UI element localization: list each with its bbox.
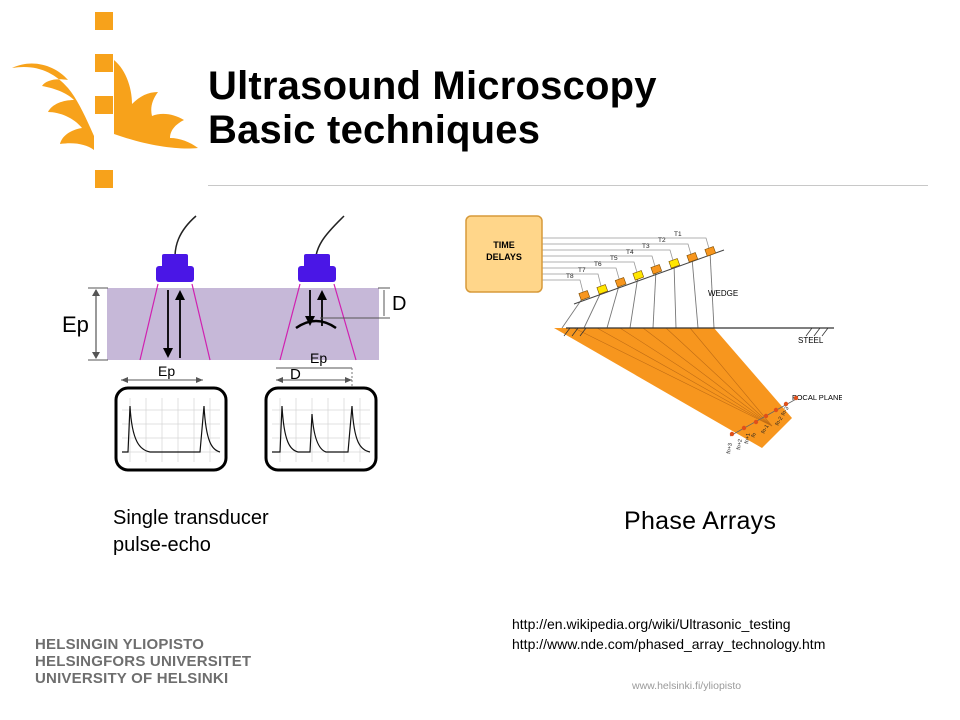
echo-trace-1 xyxy=(122,405,221,453)
array-element-1 xyxy=(704,246,717,257)
channel-label-t1: T1 xyxy=(674,231,682,238)
array-element-3 xyxy=(668,258,681,269)
ep-label-screen2: Ep xyxy=(310,350,327,366)
transducer-1 xyxy=(162,254,188,268)
array-element-7 xyxy=(596,284,609,295)
logo-dot-top xyxy=(95,12,113,30)
array-element-5 xyxy=(632,270,645,281)
array-element-6 xyxy=(614,277,627,288)
focal-point-fn-2: fn-2 xyxy=(775,416,785,427)
logo-flame-right xyxy=(114,60,198,149)
time-delays-line2: DELAYS xyxy=(486,252,522,262)
logo-flame-left xyxy=(12,63,94,150)
logo-dot-middle xyxy=(95,96,113,114)
wedge-surface xyxy=(573,249,725,305)
footer-website: www.helsinki.fi/yliopisto xyxy=(632,680,742,692)
university-name-english: UNIVERSITY OF HELSINKI xyxy=(35,670,229,687)
slide-title: Ultrasound Microscopy Basic techniques xyxy=(208,64,657,152)
time-delays-box xyxy=(465,215,543,293)
ep-label-left: Ep xyxy=(62,312,89,337)
focal-point-fn-1: fn-1 xyxy=(761,424,771,435)
beam-1-right xyxy=(191,283,211,361)
focal-point-fn: fn xyxy=(751,432,758,439)
focal-point-fn+3: fn+3 xyxy=(726,443,734,455)
time-delays-line1: TIME xyxy=(493,240,515,250)
echo-trace-2 xyxy=(272,405,371,453)
logo-dot-bottom xyxy=(95,170,113,188)
references: http://en.wikipedia.org/wiki/Ultrasonic_… xyxy=(512,614,825,654)
transducer-2 xyxy=(304,254,330,268)
channel-label-t4: T4 xyxy=(626,249,634,256)
beam-1-left xyxy=(139,283,159,361)
reference-link-nde[interactable]: http://www.nde.com/phased_array_technolo… xyxy=(512,636,826,652)
array-element-2 xyxy=(686,252,699,263)
reference-link-wikipedia[interactable]: http://en.wikipedia.org/wiki/Ultrasonic_… xyxy=(512,616,791,632)
d-label-right: D xyxy=(392,293,406,315)
defect-reflector xyxy=(295,319,337,330)
steel-label: STEEL xyxy=(798,336,824,345)
focal-plane-label: FOCAL PLANE xyxy=(792,393,842,402)
oscilloscope-screen-2 xyxy=(264,386,378,472)
beam-2-left xyxy=(279,283,301,361)
slide-title-line1: Ultrasound Microscopy xyxy=(208,64,657,108)
channel-label-t8: T8 xyxy=(566,273,574,280)
focused-beam xyxy=(554,328,792,448)
array-element-4 xyxy=(650,264,663,275)
ep-label-screen1: Ep xyxy=(158,363,175,379)
logo-dot-upper xyxy=(95,54,113,72)
beam-2-right xyxy=(333,283,357,361)
channel-label-t5: T5 xyxy=(610,255,618,262)
caption-single-line2: pulse-echo xyxy=(113,534,211,556)
focal-point-fn+2: fn+2 xyxy=(736,439,744,451)
university-name-swedish: HELSINGFORS UNIVERSITET xyxy=(35,653,252,670)
channel-label-t7: T7 xyxy=(578,267,586,274)
channel-label-t2: T2 xyxy=(658,237,666,244)
d-label-screen2: D xyxy=(290,366,301,383)
caption-phase-arrays: Phase Arrays xyxy=(624,507,777,535)
focal-point-fn+1: fn+1 xyxy=(744,433,752,445)
title-divider xyxy=(208,185,928,186)
caption-single-line1: Single transducer xyxy=(113,507,269,529)
caption-single-transducer: Single transducer pulse-echo xyxy=(113,505,269,559)
pulse-echo-figure: Ep D Ep D Ep xyxy=(62,215,406,472)
channel-label-t6: T6 xyxy=(594,261,602,268)
phased-array-figure: WEDGE STEEL T1 T2 T3 T4 T5 T6 T7 T8 TIME… xyxy=(465,215,842,455)
university-name-finnish: HELSINGIN YLIOPISTO xyxy=(35,636,205,653)
channel-label-t3: T3 xyxy=(642,243,650,250)
university-logo xyxy=(12,12,198,188)
wedge-label: WEDGE xyxy=(708,289,738,298)
specimen-block xyxy=(107,288,379,360)
array-element-8 xyxy=(578,290,591,301)
university-wordmark: HELSINGIN YLIOPISTO HELSINGFORS UNIVERSI… xyxy=(35,636,251,687)
slide-title-line2: Basic techniques xyxy=(208,108,541,152)
focal-point-fn-3: fn-3 xyxy=(781,406,791,417)
